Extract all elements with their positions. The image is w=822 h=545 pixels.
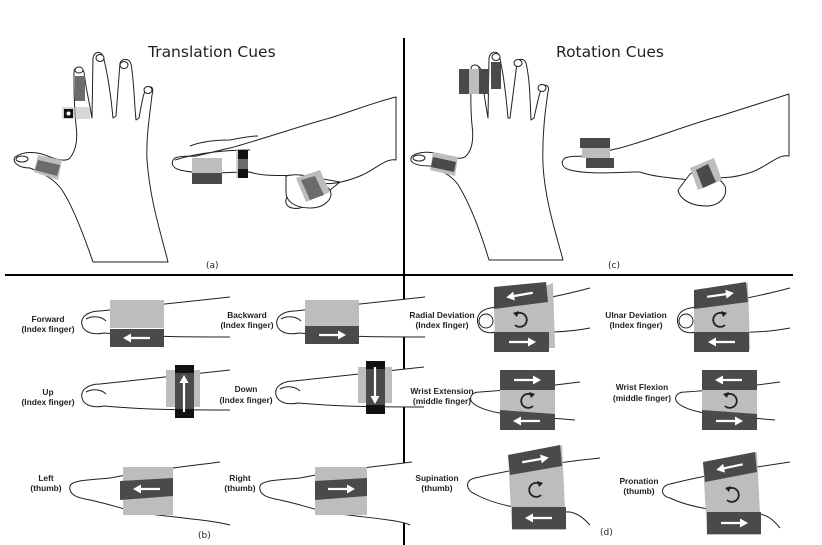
cue-wrist-extension-finger: (middle finger) [413, 396, 471, 406]
cue-pronation: Pronation (thumb) [619, 452, 791, 535]
cue-radial-deviation-finger: (Index finger) [415, 320, 468, 330]
index-sensor-band [75, 76, 85, 101]
panel-label-b: (b) [198, 531, 211, 541]
cue-down-finger: (Index finger) [219, 395, 272, 405]
hand-side-illustration-rotation [561, 93, 790, 207]
cue-right-label: Right [229, 473, 251, 483]
cue-radial-deviation: Radial Deviation (Index finger) [409, 282, 591, 352]
cue-pronation-label: Pronation [619, 476, 658, 486]
cue-forward: Forward (Index finger) [21, 296, 231, 347]
panel-label-a: (a) [206, 261, 219, 271]
panel-a: (a) [13, 51, 397, 271]
hand-side-illustration [171, 96, 397, 209]
panel-label-d: (d) [600, 528, 613, 538]
cue-wrist-extension: Wrist Extension (middle finger) [410, 370, 581, 430]
panel-b: Forward (Index finger) Backward (Index f… [21, 296, 426, 541]
cue-wrist-flexion-finger: (middle finger) [613, 393, 671, 403]
cue-radial-deviation-label: Radial Deviation [409, 310, 474, 320]
translation-cues-title: Translation Cues [147, 43, 276, 61]
cue-right-finger: (thumb) [224, 483, 255, 493]
cue-ulnar-deviation: Ulnar Deviation (Index finger) [605, 282, 791, 352]
cue-up: Up (Index finger) [21, 365, 231, 418]
cue-ulnar-deviation-finger: (Index finger) [609, 320, 662, 330]
cue-pronation-finger: (thumb) [623, 486, 654, 496]
cue-down: Down (Index finger) [219, 361, 425, 414]
cue-wrist-extension-label: Wrist Extension [410, 386, 473, 396]
cue-ulnar-deviation-label: Ulnar Deviation [605, 310, 666, 320]
cue-supination: Supination (thumb) [415, 445, 601, 530]
cue-forward-label: Forward [31, 314, 64, 324]
cue-left: Left (thumb) [30, 461, 231, 526]
cue-backward-finger: (Index finger) [220, 320, 273, 330]
cue-up-label: Up [42, 387, 53, 397]
cue-left-finger: (thumb) [30, 483, 61, 493]
rotation-cues-title: Rotation Cues [556, 43, 664, 61]
cue-left-label: Left [38, 473, 54, 483]
cue-backward: Backward (Index finger) [220, 296, 426, 344]
cue-right: Right (thumb) [224, 461, 413, 526]
cue-supination-finger: (thumb) [421, 483, 452, 493]
cue-wrist-flexion: Wrist Flexion (middle finger) [613, 370, 781, 430]
cue-wrist-flexion-label: Wrist Flexion [616, 382, 668, 392]
panel-d: Radial Deviation (Index finger) Ulnar De… [409, 282, 791, 538]
panel-label-c: (c) [608, 261, 620, 271]
cue-forward-finger: (Index finger) [21, 324, 74, 334]
hand-back-illustration [13, 51, 169, 263]
cue-backward-label: Backward [227, 310, 267, 320]
cue-down-label: Down [235, 384, 258, 394]
cue-supination-label: Supination [415, 473, 458, 483]
panel-c: (c) [410, 51, 790, 271]
cue-up-finger: (Index finger) [21, 397, 74, 407]
hand-back-illustration-rotation [410, 51, 564, 261]
